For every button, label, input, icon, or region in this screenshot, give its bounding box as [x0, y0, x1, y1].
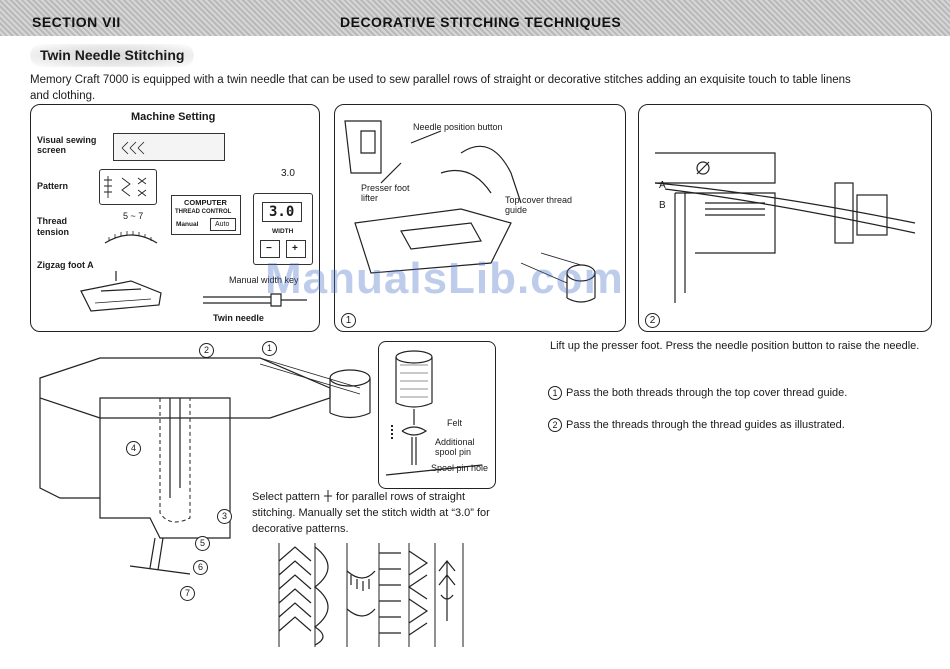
- callout-2: 2: [199, 343, 214, 358]
- spool-pin-illustration: [385, 350, 483, 476]
- felt-label: Felt: [447, 418, 463, 428]
- screen-stitch-icon: [121, 141, 145, 155]
- step-1-text: Pass the both threads through the top co…: [566, 387, 848, 399]
- needle-position-button-label: Needle position button: [413, 122, 503, 132]
- intro-paragraph: Memory Craft 7000 is equipped with a twi…: [30, 74, 851, 102]
- guide-a-label: A: [659, 180, 666, 191]
- section-label: SECTION VII: [32, 14, 121, 30]
- panel-1-number: 1: [341, 313, 356, 328]
- panel-2-number: 2: [645, 313, 660, 328]
- panel-2: A B 2: [638, 104, 932, 332]
- select-pattern-paragraph: Select pattern for parallel rows of stra…: [252, 489, 496, 537]
- guide-b-label: B: [659, 200, 666, 211]
- select-text-rest: for parallel rows of straight stitching.…: [252, 491, 490, 535]
- select-text-start: Select pattern: [252, 491, 320, 503]
- lift-instruction: Lift up the presser foot. Press the need…: [550, 340, 920, 352]
- tension-value: 5 ~ 7: [123, 211, 144, 221]
- threading-diagram: [39, 357, 371, 575]
- width-label: WIDTH: [272, 228, 294, 235]
- manual-width-key-label: Manual width key: [229, 275, 299, 285]
- pattern-stitch-icon: [104, 176, 147, 198]
- page-title: DECORATIVE STITCHING TECHNIQUES: [340, 14, 622, 30]
- callout-4: 4: [126, 441, 141, 456]
- thread-control-label: THREAD CONTROL: [175, 209, 232, 215]
- subsection-title: Twin Needle Stitching: [30, 44, 195, 67]
- zigzag-foot-label: Zigzag foot A: [37, 260, 94, 270]
- step-2: 2 Pass the threads through the thread gui…: [548, 417, 928, 433]
- auto-label: Auto: [215, 221, 230, 228]
- visual-screen-label: Visual sewing screen: [37, 135, 97, 155]
- watermark: ManualsLib.com: [265, 254, 624, 303]
- visual-sewing-screen: [113, 133, 225, 161]
- callout-5: 5: [195, 536, 210, 551]
- header-band: [0, 0, 950, 36]
- computer-label: COMPUTER: [184, 198, 227, 207]
- width-control-box: 3.0 WIDTH − +: [253, 193, 313, 265]
- spool-inset: Felt Additional spool pin Spool pin hole: [378, 341, 496, 489]
- decorative-stitch-samples: [278, 543, 464, 647]
- twin-needle-icon: [203, 293, 307, 307]
- thread-tension-label: Thread tension: [37, 216, 70, 237]
- manual-label: Manual: [176, 221, 199, 228]
- minus-label: −: [266, 243, 272, 254]
- top-cover-thread-guide-label: Top cover thread guide: [505, 195, 573, 215]
- machine-setting-title: Machine Setting: [131, 111, 216, 123]
- step-1: 1 Pass the both threads through the top c…: [548, 385, 928, 401]
- presser-foot-illustration: [344, 120, 596, 303]
- additional-spool-pin-label: Additional spool pin: [435, 437, 475, 457]
- width-plus-key: +: [286, 240, 306, 258]
- step-2-text: Pass the threads through the thread guid…: [566, 419, 845, 431]
- pattern-key: [99, 169, 157, 205]
- callout-1: 1: [262, 341, 277, 356]
- tension-dial-icon: [104, 231, 158, 244]
- thread-control-box: COMPUTER THREAD CONTROL Manual Auto: [171, 195, 241, 235]
- width-display-value: 3.0: [269, 204, 295, 220]
- callout-7: 7: [180, 586, 195, 601]
- panel-1: Needle position button Presser foot lift…: [334, 104, 626, 332]
- step-1-number: 1: [548, 386, 562, 400]
- spool-pin-hole-label: Spool pin hole: [431, 463, 489, 473]
- width-display: 3.0: [262, 202, 302, 222]
- auto-button: Auto: [210, 218, 236, 231]
- pattern-label: Pattern: [37, 181, 69, 191]
- twin-needle-label: Twin needle: [213, 313, 264, 323]
- callout-3: 3: [217, 509, 232, 524]
- thread-guide-illustration: [654, 152, 916, 303]
- machine-setting-panel: Machine Setting Visual sewing screen Pat…: [30, 104, 320, 332]
- width-value-label: 3.0: [281, 168, 295, 179]
- callout-6: 6: [193, 560, 208, 575]
- plus-label: +: [292, 243, 298, 254]
- presser-foot-lifter-label: Presser foot lifter: [361, 183, 410, 203]
- width-minus-key: −: [260, 240, 280, 258]
- zigzag-foot-icon: [80, 271, 162, 312]
- straight-stitch-icon: [323, 490, 332, 502]
- step-2-number: 2: [548, 418, 562, 432]
